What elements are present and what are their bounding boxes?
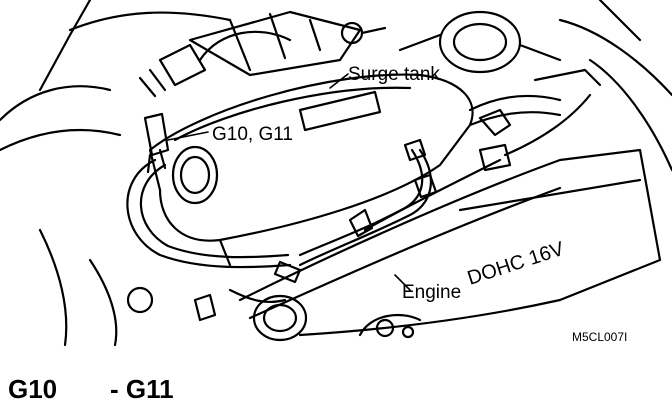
throttle-body [398,10,562,74]
leader-lines [167,73,411,291]
intake-runners [188,10,362,77]
cam-pulley [358,313,422,339]
engine-block [238,148,662,337]
engine-label: Engine [402,282,461,303]
caption-first: G10 [8,374,57,404]
sensor-connector-top [138,21,387,98]
vacuum-hose-loop [126,158,302,284]
surge-tank-label: Surge tank [348,64,440,85]
figure-code: M5CL007I [572,330,627,344]
connector-label: G10, G11 [212,124,293,145]
caption-second: - G11 [110,374,174,404]
background-hoses [0,0,672,172]
right-pipes [468,68,602,137]
lower-components [38,228,308,347]
engine-cover-text: DOHC 16V [465,238,568,290]
surge-tank [148,73,474,267]
injector-hoses [298,93,592,267]
